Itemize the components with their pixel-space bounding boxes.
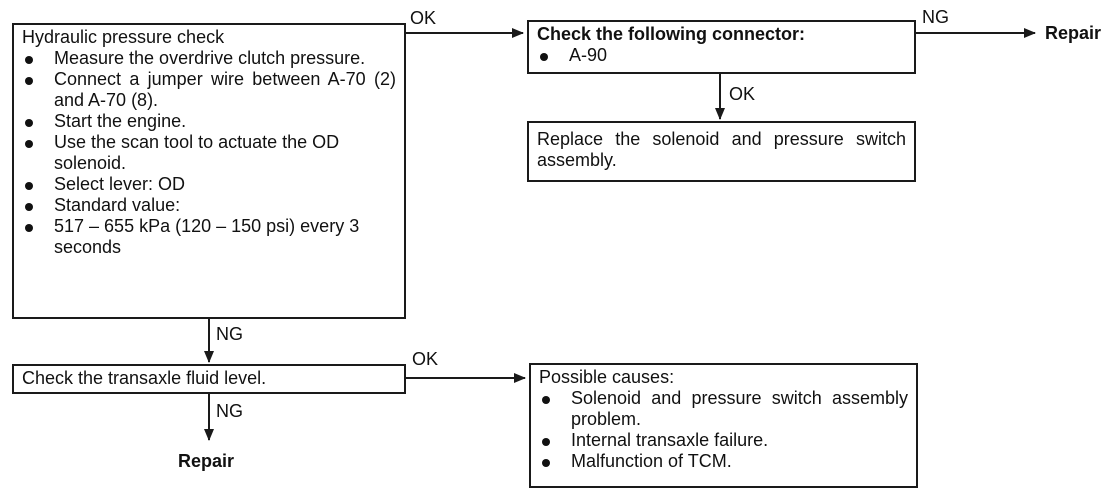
- label-ok-to-causes: OK: [412, 349, 439, 369]
- connector-list: A-90: [537, 45, 906, 66]
- replace-box-text: Replace the solenoid and pressure switch…: [537, 129, 906, 170]
- step-item: Measure the overdrive clutch pressure.: [22, 48, 396, 69]
- repair-outcome-bottom: Repair: [178, 451, 235, 471]
- label-ok-to-connector: OK: [410, 8, 437, 28]
- cause-item: Internal transaxle failure.: [539, 430, 908, 451]
- hydraulic-box-title: Hydraulic pressure check: [22, 27, 225, 47]
- step-item: Start the engine.: [22, 111, 396, 132]
- label-ng-to-repair-top: NG: [922, 7, 949, 27]
- cause-item: Solenoid and pressure switch assembly pr…: [539, 388, 908, 430]
- causes-box-title: Possible causes:: [539, 367, 675, 387]
- cause-item: Malfunction of TCM.: [539, 451, 908, 472]
- step-item: Connect a jumper wire between A-70 (2) a…: [22, 69, 396, 111]
- hydraulic-steps-list: Measure the overdrive clutch pressure. C…: [22, 48, 396, 258]
- label-ng-to-fluid: NG: [216, 324, 243, 344]
- step-item: 517 – 655 kPa (120 – 150 psi) every 3 se…: [22, 216, 396, 258]
- causes-list: Solenoid and pressure switch assembly pr…: [539, 388, 908, 472]
- check-connector-box: Check the following connector: A-90: [527, 20, 916, 74]
- label-ng-to-repair-bottom: NG: [216, 401, 243, 421]
- connector-box-title: Check the following connector:: [537, 24, 806, 44]
- replace-solenoid-box: Replace the solenoid and pressure switch…: [527, 121, 916, 182]
- hydraulic-pressure-check-box: Hydraulic pressure check Measure the ove…: [12, 23, 406, 319]
- connector-item: A-90: [537, 45, 906, 66]
- possible-causes-box: Possible causes: Solenoid and pressure s…: [529, 363, 918, 488]
- check-fluid-level-box: Check the transaxle fluid level.: [12, 364, 406, 394]
- step-item: Use the scan tool to actuate the OD sole…: [22, 132, 396, 174]
- step-item: Standard value:: [22, 195, 396, 216]
- repair-outcome-top: Repair: [1045, 23, 1102, 43]
- label-ok-to-replace: OK: [729, 84, 756, 104]
- step-item: Select lever: OD: [22, 174, 396, 195]
- fluid-box-text: Check the transaxle fluid level.: [22, 368, 267, 388]
